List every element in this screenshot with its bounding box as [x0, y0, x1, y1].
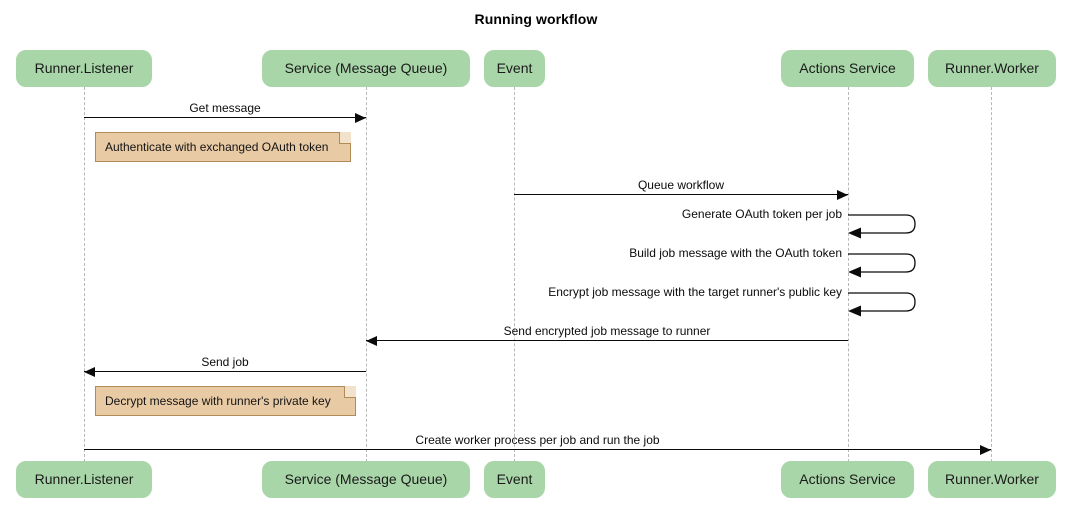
lifeline-runner-worker — [991, 87, 992, 462]
self-message-label-generate-oauth-token: Generate OAuth token per job — [681, 207, 842, 221]
message-label-get-message: Get message — [189, 101, 261, 115]
note-fold-corner-icon — [339, 132, 351, 144]
message-label-create-worker-process: Create worker process per job and run th… — [415, 433, 660, 447]
participant-service-message-queue-bottom[interactable]: Service (Message Queue) — [262, 461, 470, 498]
lifeline-actions-service — [848, 87, 849, 462]
self-message-generate-oauth-token — [848, 213, 919, 241]
arrowhead-create-worker-process — [980, 444, 991, 455]
lifeline-runner-listener — [84, 87, 85, 462]
page-title: Running workflow — [474, 11, 598, 27]
message-line-queue-workflow — [514, 194, 848, 195]
participant-runner-worker-bottom[interactable]: Runner.Worker — [928, 461, 1056, 498]
participant-event-top[interactable]: Event — [484, 50, 545, 87]
message-line-create-worker-process — [84, 449, 991, 450]
participant-actions-service-top[interactable]: Actions Service — [781, 50, 914, 87]
note-text: Decrypt message with runner's private ke… — [105, 394, 331, 408]
participant-runner-listener-bottom[interactable]: Runner.Listener — [16, 461, 152, 498]
arrowhead-queue-workflow — [837, 189, 848, 200]
message-line-send-encrypted-job-message — [366, 340, 848, 341]
arrowhead-get-message — [355, 112, 366, 123]
note-decrypt-note: Decrypt message with runner's private ke… — [95, 386, 356, 416]
lifeline-service-message-queue — [366, 87, 367, 462]
arrowhead-send-encrypted-job-message — [366, 335, 377, 346]
message-label-queue-workflow: Queue workflow — [637, 178, 725, 192]
message-label-send-job: Send job — [201, 355, 249, 369]
note-text: Authenticate with exchanged OAuth token — [105, 140, 329, 154]
arrowhead-send-job — [84, 366, 95, 377]
self-message-label-encrypt-job-message: Encrypt job message with the target runn… — [548, 285, 842, 299]
note-authenticate-note: Authenticate with exchanged OAuth token — [95, 132, 351, 162]
message-label-send-encrypted-job-message: Send encrypted job message to runner — [503, 324, 711, 338]
self-message-label-build-job-message: Build job message with the OAuth token — [629, 246, 842, 260]
note-fold-corner-icon — [344, 386, 356, 398]
participant-runner-listener-top[interactable]: Runner.Listener — [16, 50, 152, 87]
message-line-send-job — [84, 371, 366, 372]
participant-runner-worker-top[interactable]: Runner.Worker — [928, 50, 1056, 87]
message-line-get-message — [84, 117, 366, 118]
lifeline-event — [514, 87, 515, 462]
participant-service-message-queue-top[interactable]: Service (Message Queue) — [262, 50, 470, 87]
participant-actions-service-bottom[interactable]: Actions Service — [781, 461, 914, 498]
participant-event-bottom[interactable]: Event — [484, 461, 545, 498]
self-message-build-job-message — [848, 252, 919, 280]
self-message-encrypt-job-message — [848, 291, 919, 319]
